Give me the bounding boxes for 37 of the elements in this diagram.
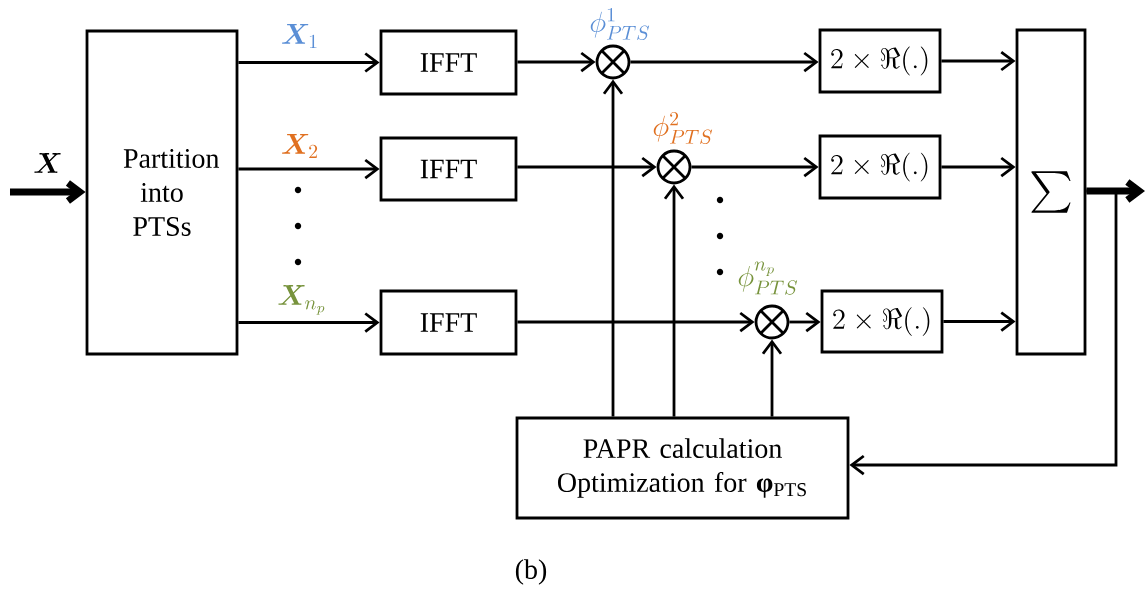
coefficient-label: $\phi^{n_p}_{PTS}$ [738,261,798,295]
signal-label: $\boldsymbol{X}_{n_p}$ [278,285,325,315]
process-box: IFFT [379,29,518,96]
process-box: IFFT [379,136,518,202]
arrow [663,184,685,417]
arrow [630,51,819,73]
multiplier-symbol [595,44,631,80]
process-box: $2\times\Re(.)$ [820,289,944,354]
arrow [789,311,821,333]
arrow [238,312,380,333]
sum-box: $\sum$ [1015,28,1087,356]
arrow [1086,179,1145,203]
arrow [941,156,1016,178]
arrow [238,52,380,73]
signal-label: $\boldsymbol{X}_{2}$ [282,133,318,159]
arrow [941,50,1016,72]
arrow [602,79,624,417]
optimization-box: PAPR calculation Optimization for φ$_{PTS}$ [515,416,850,520]
arrow [238,158,380,180]
arrow [761,339,783,417]
caption: (b) [515,559,547,585]
process-box: $2\times\Re(.)$ [818,28,942,94]
arrow [517,156,657,178]
signal-label: $\boldsymbol{X}$ [34,153,61,173]
partition-box: Partition into PTSs [85,29,239,356]
arrow [849,189,1118,476]
coefficient-label: $\phi^{1}_{PTS}$ [590,8,650,40]
arrow [691,156,819,178]
coefficient-label: $\phi^{2}_{PTS}$ [653,112,713,145]
process-box: IFFT [379,289,518,356]
arrow [517,311,755,333]
multiplier-symbol [754,304,790,340]
arrow [943,311,1016,332]
signal-label: $\boldsymbol{X}_{1}$ [282,23,317,49]
arrow [517,51,596,73]
multiplier-symbol [656,149,692,185]
process-box: $2\times\Re(.)$ [818,134,942,200]
